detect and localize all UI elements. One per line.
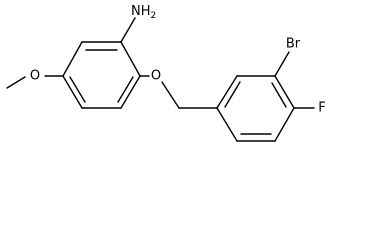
aniline-ring — [62, 41, 141, 109]
halophenyl-ring — [216, 75, 295, 142]
chemical-structure: NH2 O O Br F — [6, 4, 326, 142]
amine-label: NH2 — [131, 4, 156, 21]
fluorine-label: F — [318, 101, 325, 116]
ether-oxygen-label: O — [151, 69, 161, 84]
amine-subscript: 2 — [151, 11, 157, 21]
bromine-label: Br — [286, 37, 301, 52]
bromine-bond — [274, 51, 290, 77]
amine-symbol: NH — [131, 4, 151, 19]
methoxy-oxygen-label: O — [30, 69, 40, 84]
methoxy-group — [6, 75, 64, 89]
ether-linker — [139, 75, 218, 109]
amine-bond — [120, 17, 136, 43]
